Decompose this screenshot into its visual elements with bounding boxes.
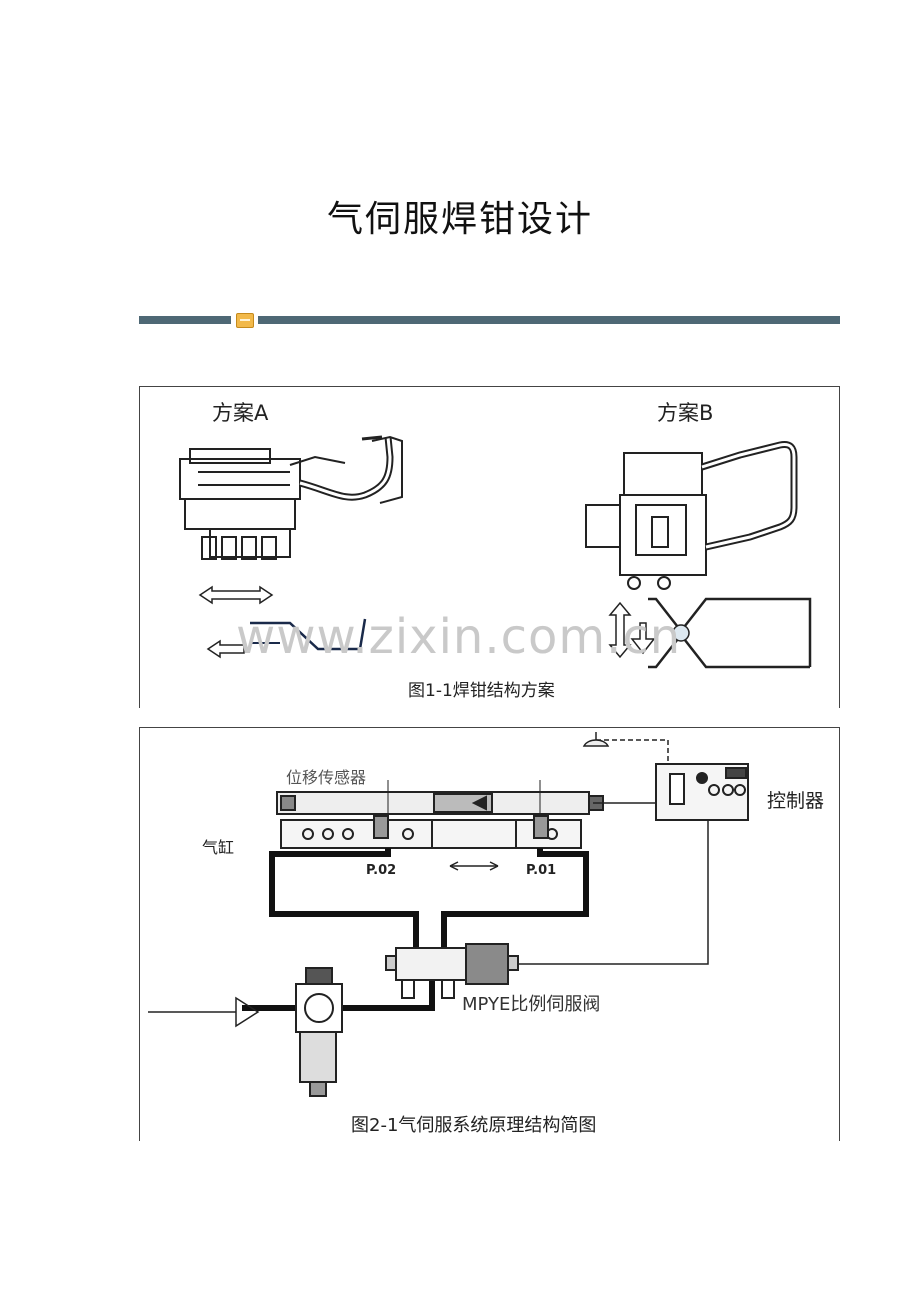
scheme-a-label: 方案A [212, 401, 269, 425]
filter-regulator [295, 967, 343, 1097]
scheme-a-gun-sketch [179, 435, 403, 560]
figure-welding-gun-schemes: www.zixin.com.cn 方案A 方案B 图1-1焊钳结构方案 [139, 386, 840, 708]
proportional-valve-label: MPYE比例伺服阀 [462, 994, 601, 1015]
controller-unit [518, 732, 749, 965]
divider-rule-right [258, 316, 840, 324]
cylinder-label: 气缸 [202, 838, 235, 857]
port-p01-label: P.01 [526, 863, 557, 878]
scheme-b-label: 方案B [657, 401, 714, 425]
cylinder [280, 780, 582, 871]
watermark-text: www.zixin.com.cn [236, 609, 682, 665]
figure2-line-art [148, 732, 749, 1097]
scheme-b-gun-sketch [585, 441, 798, 590]
scheme-b-motion-arrows [608, 597, 812, 669]
port-p02-label: P.02 [366, 863, 397, 878]
figure1-caption: 图1-1焊钳结构方案 [408, 681, 555, 701]
document-title: 气伺服焊钳设计 [326, 199, 593, 240]
figure-pneumatic-servo-system: 位移传感器 气缸 控制器 P.02 P.01 MPYE比例伺服阀 图2-1气伺服… [139, 727, 840, 1141]
scheme-a-motion-arrows [198, 585, 367, 659]
displacement-sensor-label: 位移传感器 [286, 768, 367, 787]
divider-rule-left [139, 316, 231, 324]
controller-label: 控制器 [767, 790, 825, 812]
figure2-caption: 图2-1气伺服系统原理结构简图 [351, 1115, 597, 1136]
figure1-line-art [179, 435, 812, 669]
displacement-sensor [276, 791, 604, 815]
divider-marker-icon [236, 313, 254, 328]
proportional-valve [385, 943, 519, 999]
